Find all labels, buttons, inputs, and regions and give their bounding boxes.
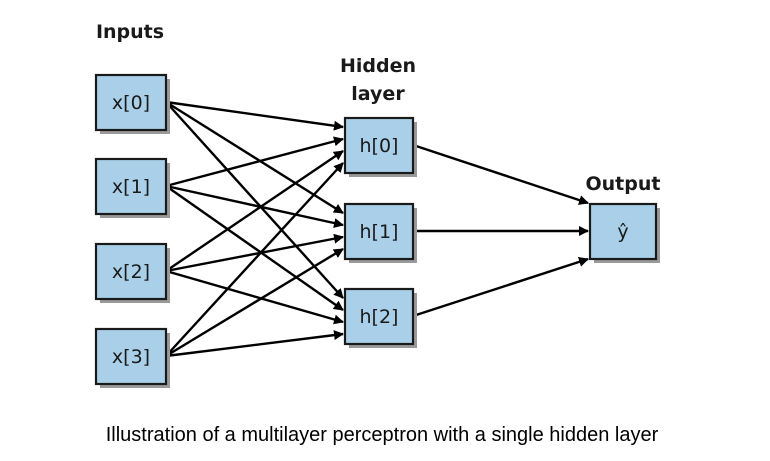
output-label: Output [586,173,661,195]
input-node-label: x[1] [112,176,150,198]
hidden-node-label: h[2] [360,306,399,328]
edge-input-0-hidden-1 [165,100,344,215]
input-node-1: x[1] [94,157,170,218]
edge-input-2-hidden-1 [165,233,344,273]
edge-input-2-hidden-0 [165,150,344,272]
edge-input-0-hidden-2 [165,101,344,299]
output-node-label: ŷ [617,221,628,243]
hidden-node-label: h[1] [360,221,399,243]
edge-input-1-hidden-2 [165,185,344,311]
hidden-node-label: h[0] [360,135,399,157]
edge-input-0-hidden-0 [165,100,344,131]
hidden-layer-label-line2: layer [351,83,405,105]
hidden-layer-label-line1: Hidden [340,55,416,77]
hidden-node-0: h[0] [343,116,417,177]
edge-input-3-hidden-2 [165,330,344,358]
input-node-label: x[3] [112,346,150,368]
input-node-2: x[2] [94,242,170,303]
edge-input-1-hidden-0 [165,136,344,188]
edge-input-3-hidden-1 [165,247,344,358]
input-node-0: x[0] [94,73,170,134]
inputs-label: Inputs [96,21,164,43]
figure-caption: Illustration of a multilayer perceptron … [106,424,659,446]
input-node-3: x[3] [94,327,170,388]
edge-hidden-0-output [412,143,589,205]
input-node-label: x[2] [112,261,150,283]
connections [165,100,589,358]
edge-input-3-hidden-0 [165,162,344,357]
output-node: ŷ [588,202,660,263]
hidden-node-1: h[1] [343,202,417,263]
edge-input-1-hidden-1 [165,184,344,228]
hidden-node-2: h[2] [343,287,417,348]
edge-input-2-hidden-2 [165,269,344,325]
edge-hidden-2-output [412,257,589,318]
input-node-label: x[0] [112,92,150,114]
